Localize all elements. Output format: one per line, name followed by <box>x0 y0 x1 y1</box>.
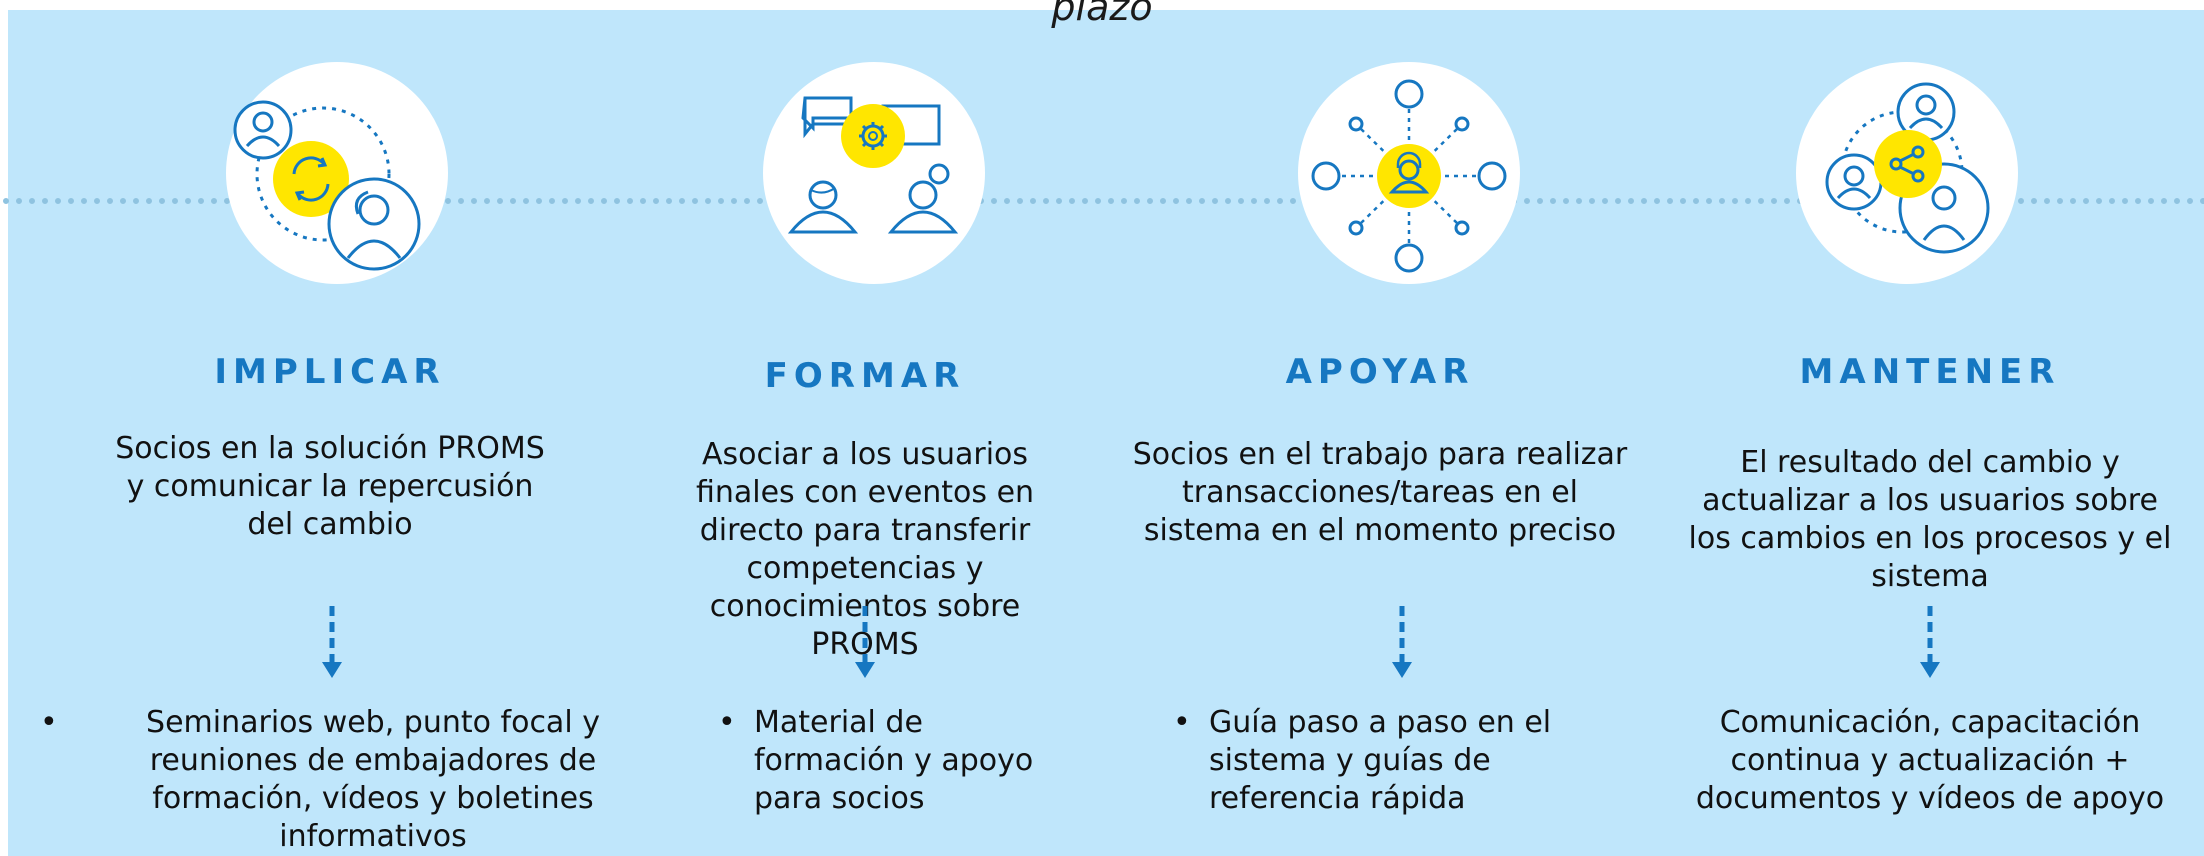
step-items: Material de formación y apoyo para socio… <box>718 704 1058 818</box>
list-item: Material de formación y apoyo para socio… <box>718 704 1058 818</box>
step-apoyar: APOYAR Socios en el trabajo para realiza… <box>1130 0 1630 856</box>
step-implicar: IMPLICAR Socios en la solución PROMS y c… <box>0 0 660 856</box>
step-description: El resultado del cambio y actualizar a l… <box>1688 445 2172 594</box>
step-heading: APOYAR <box>1285 352 1475 392</box>
down-arrow-icon <box>322 606 342 678</box>
step-summary-text: Comunicación, capacitación continua y ac… <box>1695 705 2165 816</box>
list-item: Guía paso a paso en el sistema y guías d… <box>1173 704 1573 818</box>
step-icon-circle <box>763 62 985 284</box>
step-icon-circle <box>226 62 448 284</box>
list-item: Seminarios web, punto focal y reuniones … <box>40 704 670 856</box>
step-description: Socios en la solución PROMS y comunicar … <box>115 431 545 542</box>
support-network-icon <box>1311 79 1507 273</box>
share-network-icon <box>1825 82 1990 254</box>
down-arrow-icon <box>855 606 875 678</box>
down-arrow-icon <box>1920 606 1940 678</box>
step-icon-circle <box>1298 62 1520 284</box>
down-arrow-icon <box>1392 606 1412 678</box>
step-items: Seminarios web, punto focal y reuniones … <box>40 704 670 856</box>
step-description: Socios en el trabajo para realizar trans… <box>1132 437 1628 548</box>
training-chat-icon <box>787 96 959 234</box>
step-heading: MANTENER <box>1799 352 2061 392</box>
step-mantener: MANTENER El resultado del cambio y actua… <box>1680 0 2180 856</box>
step-formar: FORMAR Asociar a los usuarios finales co… <box>660 0 1070 856</box>
people-sync-icon <box>233 100 421 271</box>
step-heading: FORMAR <box>764 356 966 396</box>
page-title: plazo <box>1051 0 1153 29</box>
step-heading: IMPLICAR <box>214 352 446 392</box>
step-icon-circle <box>1796 62 2018 284</box>
step-items: Guía paso a paso en el sistema y guías d… <box>1173 704 1573 818</box>
